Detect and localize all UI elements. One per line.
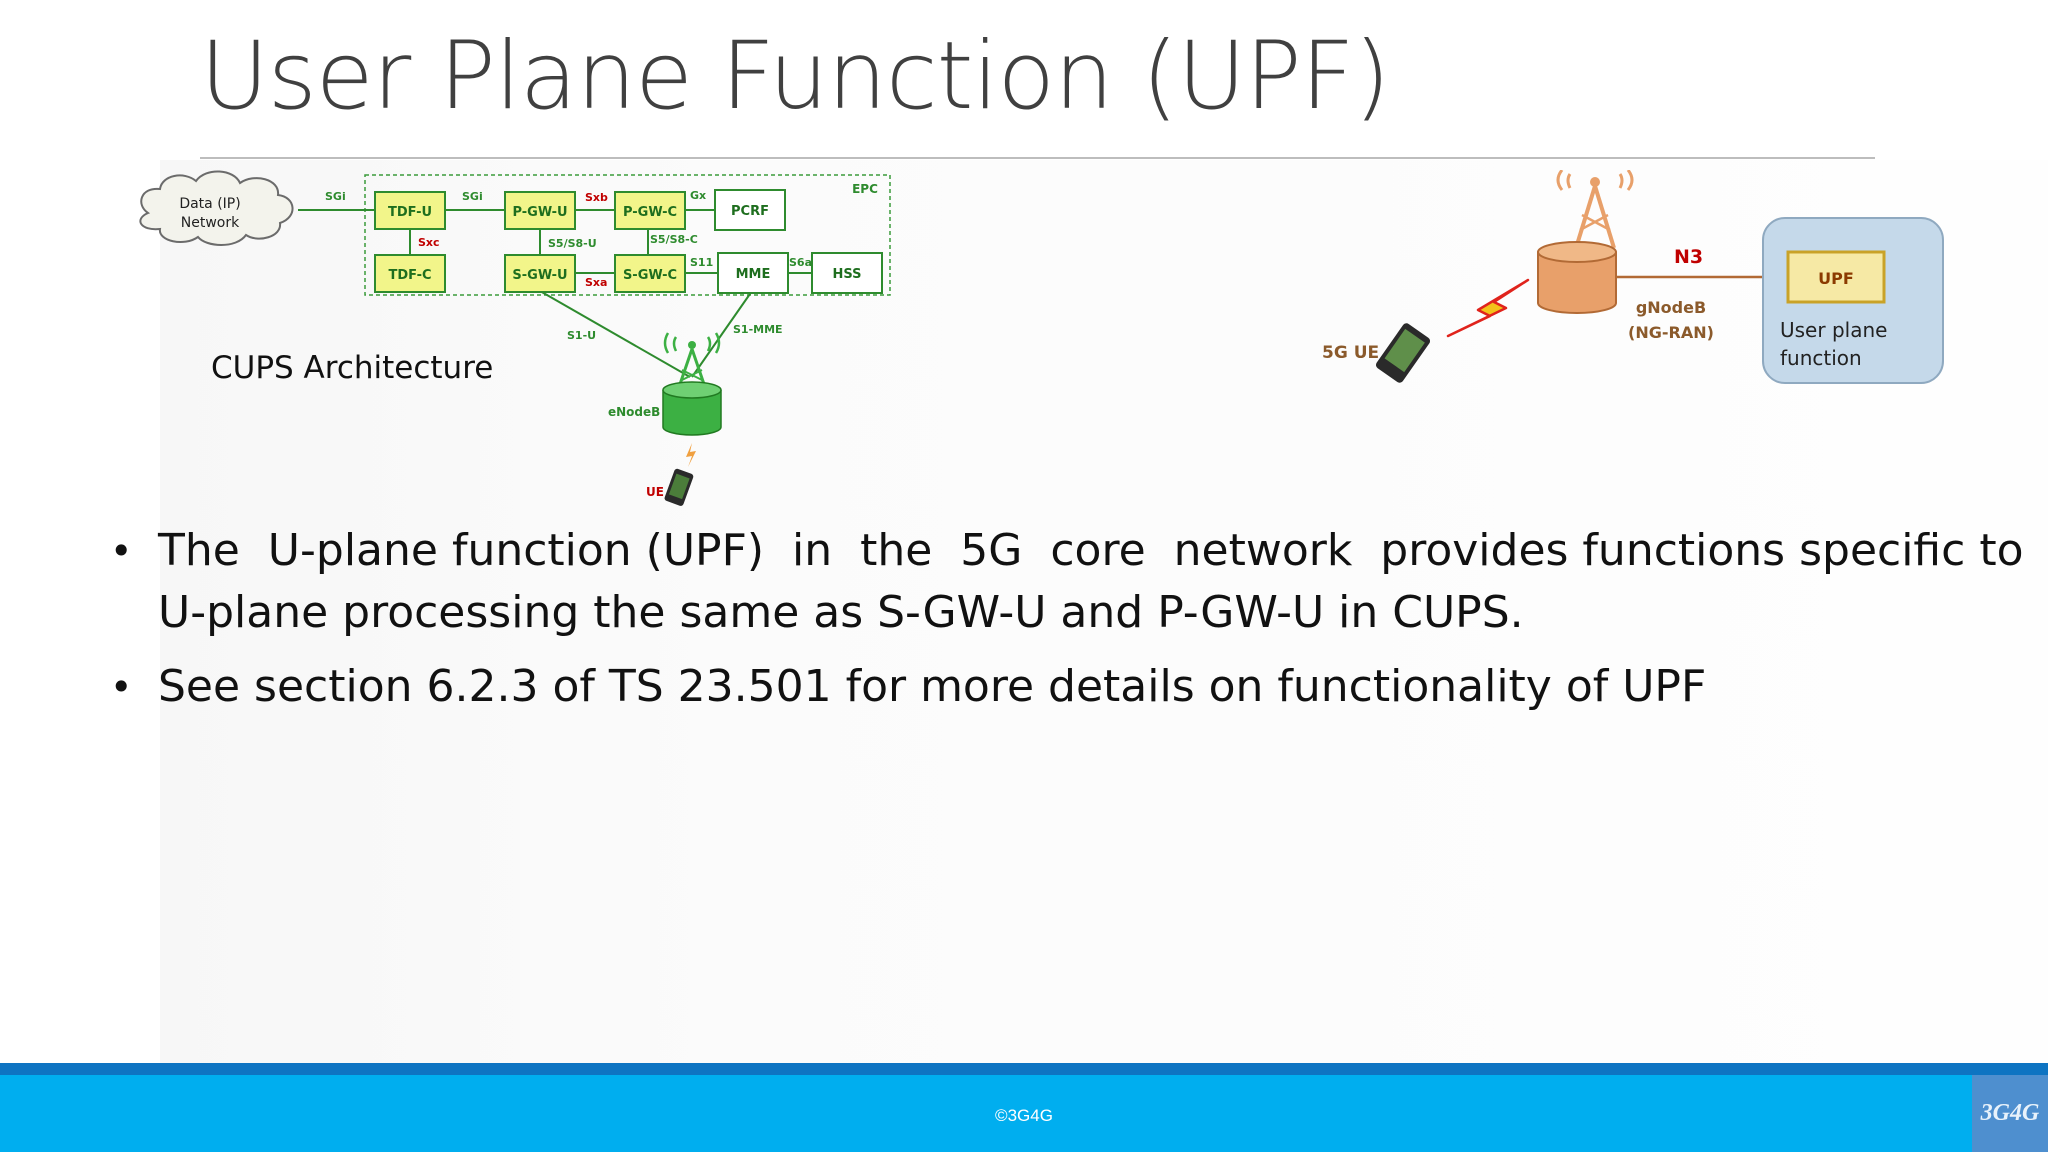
sgw-u-node: S-GW-U	[504, 254, 576, 293]
if-s1-u: S1-U	[567, 329, 596, 342]
if-s6a: S6a	[789, 256, 812, 269]
5g-upf-diagram: N3 gNodeB (NG-RAN) 5G UE UPF User plane …	[1322, 170, 1944, 384]
if-s11: S11	[690, 256, 713, 269]
sgw-c-node: S-GW-C	[614, 254, 686, 293]
if-sxb: Sxb	[585, 191, 608, 204]
svg-text:PCRF: PCRF	[731, 204, 769, 219]
svg-text:UPF: UPF	[1818, 269, 1854, 288]
3g4g-logo: 3G4G	[1972, 1075, 2048, 1152]
5g-ue-label: 5G UE	[1322, 343, 1379, 363]
if-s5s8-u: S5/S8-U	[548, 237, 597, 250]
epc-boundary	[364, 174, 891, 296]
svg-text:S-GW-C: S-GW-C	[623, 268, 677, 283]
bullet-item: • See section 6.2.3 of TS 23.501 for mor…	[108, 656, 1988, 718]
if-gx: Gx	[690, 189, 706, 202]
if-sxa: Sxa	[585, 276, 607, 289]
epc-label: EPC	[852, 182, 878, 196]
pgw-u-node: P-GW-U	[504, 191, 576, 230]
upf-node: UPF	[1786, 250, 1886, 304]
content-background	[160, 160, 2048, 1065]
footer-copyright: ©3G4G	[995, 1106, 1053, 1125]
hss-node: HSS	[811, 252, 883, 294]
svg-text:P-GW-C: P-GW-C	[623, 205, 677, 220]
bullet-1-line2: U-plane processing the same as S-GW-U an…	[158, 587, 1524, 638]
upf-desc-line2: function	[1780, 346, 1862, 370]
gnodeb-label-line1: gNodeB	[1636, 298, 1706, 317]
title-divider	[200, 157, 1875, 159]
cups-architecture-diagram: Data (IP) Network EPC TDF-U TDF-C P-GW-U	[139, 170, 891, 506]
footer-bar	[0, 1075, 2048, 1152]
svg-text:TDF-C: TDF-C	[388, 268, 431, 283]
radio-link-icon	[686, 443, 696, 467]
svg-text:P-GW-U: P-GW-U	[512, 205, 567, 220]
radio-link-icon	[1446, 278, 1530, 338]
upf-desc-line1: User plane	[1780, 318, 1887, 342]
tdf-u-node: TDF-U	[374, 191, 446, 230]
if-s5s8-c: S5/S8-C	[650, 233, 698, 246]
if-s1-mme: S1-MME	[733, 323, 783, 336]
footer-accent-bar	[0, 1063, 2048, 1075]
svg-text:TDF-U: TDF-U	[388, 205, 432, 220]
cups-caption: CUPS Architecture	[211, 350, 494, 386]
bullet-item: • The U-plane function (UPF) in the 5G c…	[108, 520, 2024, 644]
if-sxc: Sxc	[418, 236, 440, 249]
bullet-2-line1: See section 6.2.3 of TS 23.501 for more …	[158, 661, 1707, 712]
gnodeb-label-line2: (NG-RAN)	[1628, 323, 1714, 342]
cloud-label-line1: Data (IP)	[179, 196, 240, 212]
enodeb-icon	[662, 332, 722, 436]
pcrf-node: PCRF	[714, 189, 786, 231]
n3-label: N3	[1674, 246, 1703, 268]
bullet-dot: •	[110, 665, 133, 709]
mme-node: MME	[717, 252, 789, 294]
bullet-1-line1: The U-plane function (UPF) in the 5G cor…	[158, 525, 2024, 576]
pgw-c-node: P-GW-C	[614, 191, 686, 230]
if-sgi-1: SGi	[325, 190, 346, 203]
svg-text:HSS: HSS	[832, 267, 861, 282]
tdf-c-node: TDF-C	[374, 254, 446, 293]
if-sgi-2: SGi	[462, 190, 483, 203]
slide-title: User Plane Function (UPF)	[200, 22, 1390, 131]
5g-ue-phone-icon	[1375, 323, 1431, 383]
gnodeb-icon	[1537, 170, 1634, 314]
bullet-list: • The U-plane function (UPF) in the 5G c…	[108, 520, 2024, 730]
ue-label: UE	[646, 485, 664, 499]
ue-phone-icon	[664, 468, 694, 506]
cloud-label-line2: Network	[181, 215, 240, 231]
svg-text:MME: MME	[736, 267, 771, 282]
data-network-cloud: Data (IP) Network	[139, 170, 294, 246]
svg-text:S-GW-U: S-GW-U	[512, 268, 567, 283]
bullet-dot: •	[110, 529, 133, 573]
enodeb-label: eNodeB	[608, 405, 660, 419]
